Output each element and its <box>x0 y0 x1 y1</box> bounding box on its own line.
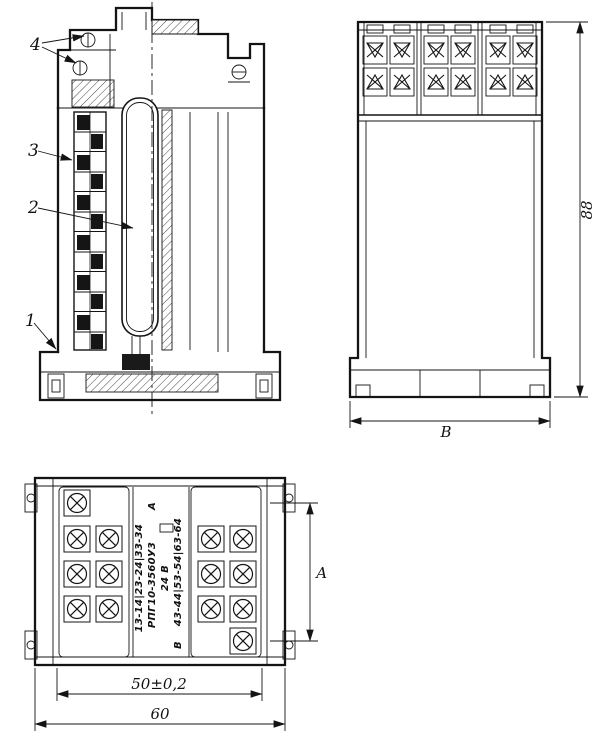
dim-60-text: 60 <box>150 705 170 723</box>
dimension-88: 88 <box>546 21 596 398</box>
dimension-B: В <box>349 401 551 441</box>
terminal-screw <box>197 595 225 623</box>
terminal-screw <box>229 560 257 588</box>
front-view <box>348 20 552 399</box>
mount-screw-upper <box>78 32 98 51</box>
side-section-view <box>38 2 282 416</box>
terminal-screw <box>63 525 91 553</box>
terminal-bank-right <box>190 486 262 658</box>
mount-screw-lower <box>72 60 88 76</box>
mount-hole <box>26 640 36 650</box>
callouts: 4 3 2 1 <box>25 34 134 350</box>
callout-4: 4 <box>29 35 41 55</box>
bottom-view: 13-14|23-24|33-34 А РПГ10-3560У3 24 В 43… <box>24 476 296 667</box>
terminal-screw <box>229 595 257 623</box>
terminal-screw <box>95 595 123 623</box>
label-contacts-bottom: 43-44|53-54|63-64 <box>173 518 184 627</box>
terminal-clamps <box>362 24 538 97</box>
terminal-screw <box>63 489 91 517</box>
label-contacts-top: 13-14|23-24|33-34 <box>134 524 145 632</box>
callout-2: 2 <box>27 198 39 218</box>
dimension-50: 50±0,2 <box>56 668 263 701</box>
label-terminal-b: В <box>173 641 184 649</box>
dim-50-text: 50±0,2 <box>131 675 187 693</box>
terminal-screw <box>63 595 91 623</box>
terminal-screw <box>229 525 257 553</box>
base-foot-left <box>47 373 65 399</box>
terminal-screw <box>229 627 257 655</box>
armature-strip <box>161 109 173 351</box>
coil <box>121 97 159 337</box>
label-terminal-a: А <box>147 502 158 511</box>
callout-1: 1 <box>25 311 36 331</box>
callout-3: 3 <box>28 141 39 161</box>
terminal-screw <box>197 560 225 588</box>
dim-a-text: А <box>315 564 327 582</box>
mount-hole <box>284 493 294 503</box>
terminal-bank-left <box>58 486 130 658</box>
terminal-screw <box>197 525 225 553</box>
marking-frame <box>159 523 174 533</box>
pole-piece <box>122 354 150 370</box>
mount-hole <box>26 493 36 503</box>
dimension-A: А <box>270 502 327 642</box>
dim-height-text: 88 <box>578 200 596 219</box>
label-voltage: 24 В <box>160 565 171 591</box>
contact-stack <box>73 111 107 351</box>
head-screw-right <box>228 64 250 83</box>
terminal-screw <box>63 560 91 588</box>
dimension-60: 60 <box>34 668 286 731</box>
terminal-screw <box>95 560 123 588</box>
mount-hole <box>284 640 294 650</box>
label-type: РПГ10-3560У3 <box>147 542 158 628</box>
dim-width-text: В <box>439 423 451 441</box>
base-foot-right <box>255 373 273 399</box>
terminal-screw <box>95 525 123 553</box>
